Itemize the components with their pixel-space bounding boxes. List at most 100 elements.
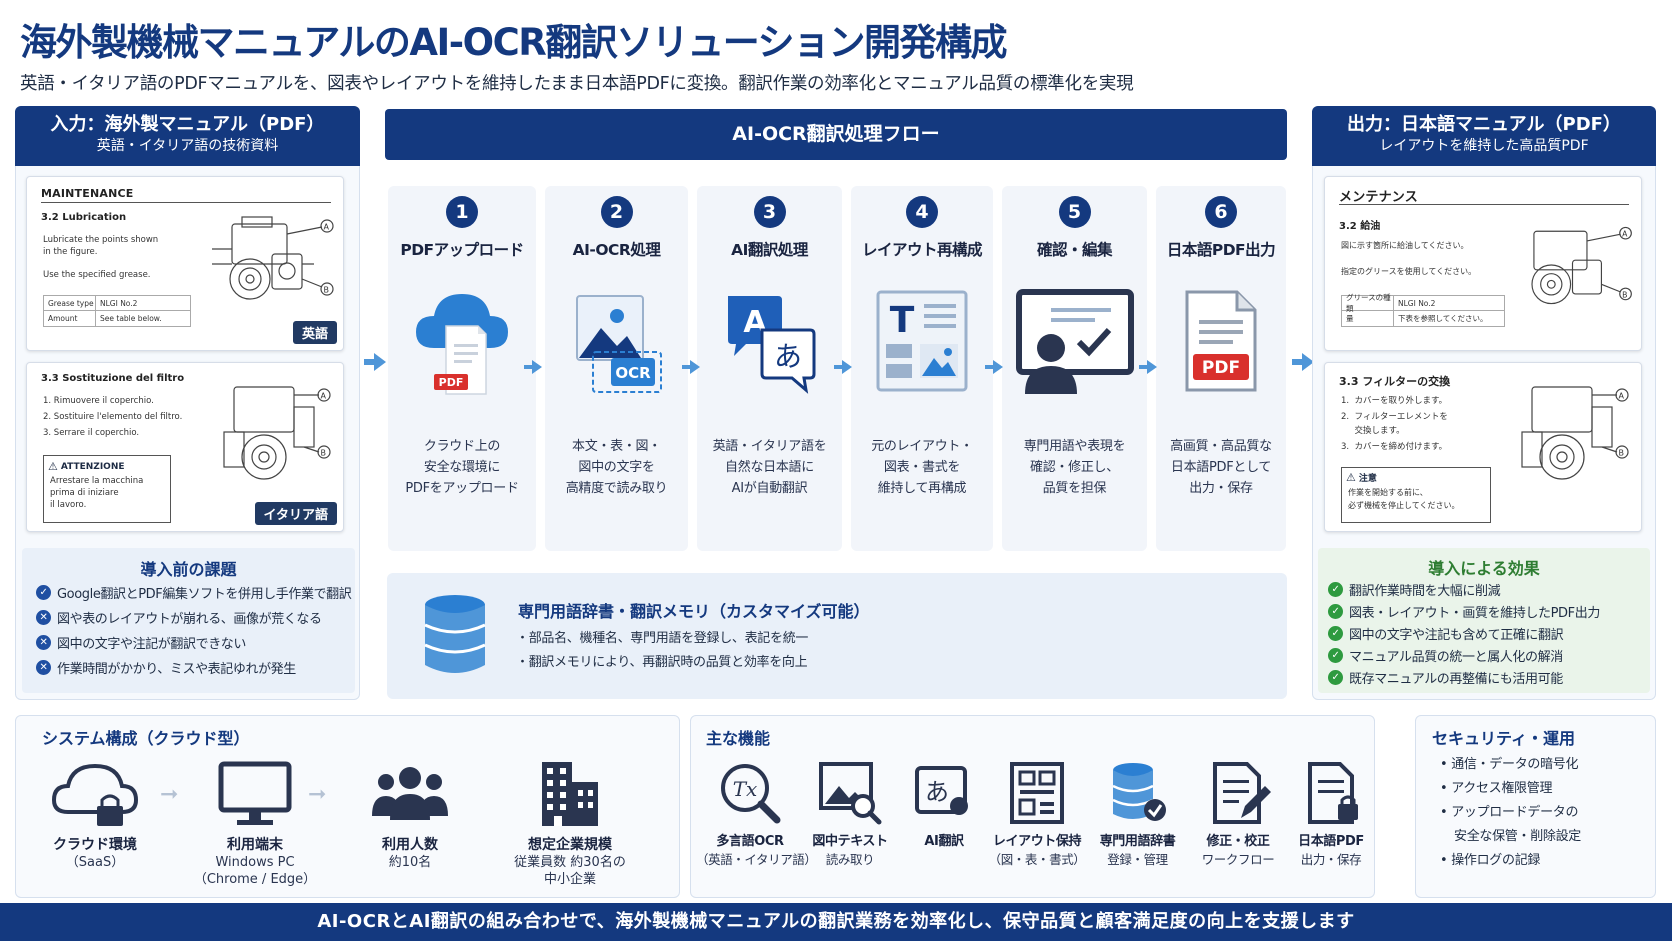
effects-title: 導入による効果	[1428, 559, 1540, 578]
ocr-image-icon: OCR	[575, 295, 662, 393]
machine-drawing-icon: A B	[1521, 386, 1629, 480]
feature-image-text: 図中テキスト 読み取り	[800, 760, 900, 868]
input-header-sub: 英語・イタリア語の技術資料	[96, 138, 279, 154]
doc-line: 2. Sostituire l'elemento del filtro.	[43, 412, 183, 422]
list-item: • 通信・データの暗号化	[1440, 757, 1579, 772]
system-item-company: 想定企業規模 従業員数 約30名の 中小企業	[500, 760, 640, 888]
doc-line: in the figure.	[43, 247, 98, 257]
x-icon: ✕	[36, 635, 51, 650]
step-title: 確認・編集	[1036, 241, 1113, 259]
translate-icon: A あ	[727, 296, 815, 394]
list-item: ✓図表・レイアウト・画質を維持したPDF出力	[1328, 600, 1600, 622]
system-item-users: 利用人数 約10名	[360, 760, 460, 871]
svg-text:PDF: PDF	[1202, 358, 1240, 378]
feature-proofread: 修正・校正 ワークフロー	[1188, 760, 1288, 868]
doc-line: 3. Serrare il coperchio.	[43, 428, 140, 438]
layout-icon: T	[876, 290, 968, 392]
svg-text:B: B	[324, 286, 330, 295]
svg-text:Tx: Tx	[733, 777, 758, 801]
doc-divider	[41, 202, 331, 203]
doc-line: 1. Rimuovere il coperchio.	[43, 396, 154, 406]
x-icon: ✕	[36, 610, 51, 625]
list-item: ✕作業時間がかかり、ミスや表記ゆれが発生	[36, 655, 351, 680]
doc-section: 3.2 Lubrication	[41, 212, 127, 223]
page-title: 海外製機械マニュアルのAI-OCR翻訳ソリューション開発構成	[20, 21, 1008, 64]
list-item: ✕図や表のレイアウトが崩れる、画像が荒くなる	[36, 605, 351, 630]
list-item: • アップロードデータの	[1440, 805, 1579, 820]
dictionary-item: ・部品名、機種名、専門用語を登録し、表記を統一	[516, 631, 809, 646]
warning-text: Arrestare la macchina prima di iniziare …	[50, 476, 144, 510]
step-number: 4	[906, 196, 938, 228]
check-icon: ✓	[1328, 581, 1343, 597]
security-panel	[1415, 715, 1656, 898]
issues-list: ✓Google翻訳とPDF編集ソフトを併用し手作業で翻訳 ✕図や表のレイアウトが…	[36, 580, 352, 680]
feature-dictionary: 専門用語辞書 登録・管理	[1085, 760, 1190, 868]
cloud-upload-icon: PDF	[416, 294, 508, 395]
warning-icon: ⚠	[48, 460, 58, 473]
security-title: セキュリティ・運用	[1432, 729, 1576, 748]
step-number: 1	[446, 196, 478, 228]
dictionary-box	[387, 573, 1287, 699]
list-item: • アクセス権限管理	[1440, 781, 1553, 796]
check-icon: ✓	[1328, 669, 1343, 685]
feature-pdf-output: 日本語PDF 出力・保存	[1290, 760, 1372, 868]
warning-box: ⚠ ATTENZIONE Arrestare la macchina prima…	[43, 455, 171, 523]
step-title: AI-OCR処理	[572, 241, 661, 259]
translate-search-icon: あ	[915, 766, 968, 815]
svg-text:T: T	[890, 300, 915, 341]
step-desc: 元のレイアウト・ 図表・書式を 維持して再構成	[871, 439, 973, 496]
lang-badge-italian: イタリア語	[254, 502, 337, 525]
arrow-right-icon	[985, 360, 1003, 374]
arrow-right-icon	[1139, 360, 1157, 374]
features-title: 主な機能	[706, 729, 771, 748]
svg-text:B: B	[321, 449, 327, 458]
step-title: 日本語PDF出力	[1166, 241, 1276, 259]
doc-line: 1. カバーを取り外します。	[1341, 396, 1448, 406]
system-title: システム構成（クラウド型）	[42, 729, 250, 748]
arrow-right-icon	[834, 360, 852, 374]
warning-icon: ⚠	[1346, 471, 1356, 484]
system-item-device: 利用端末 Windows PC （Chrome / Edge）	[185, 760, 325, 888]
step-title: AI翻訳処理	[731, 241, 808, 259]
arrow-right-icon	[1292, 353, 1314, 371]
flow-step-6: 6 日本語PDF出力 PDF 高画質・高品質な 日本語PDFとして 出力・保存	[1156, 186, 1286, 551]
doc-divider	[1339, 204, 1629, 205]
flow-step-4: 4 レイアウト再構成 T 元のレイアウト・ 図表・書式を 維持して再構成	[851, 186, 993, 551]
svg-text:PDF: PDF	[439, 376, 464, 389]
flow-step-2: 2 AI-OCR処理 OCR 本文・表・図・ 図中の文字を 高精度で読み取り	[545, 186, 688, 551]
edit-doc-icon	[1213, 762, 1271, 824]
page-subtitle: 英語・イタリア語のPDFマニュアルを、図表やレイアウトを維持したまま日本語PDF…	[20, 74, 1134, 94]
machine-drawing-icon: A B	[212, 216, 334, 300]
doc-line: 図に示す箇所に給油してください。	[1341, 241, 1469, 250]
step-desc: 専門用語や表現を 確認・修正し、 品質を担保	[1023, 439, 1126, 496]
list-item: ✓図中の文字や注記も含めて正確に翻訳	[1328, 622, 1600, 644]
flow-step-3: 3 AI翻訳処理 A あ 英語・イタリア語を 自然な日本語に AIが自動翻訳	[697, 186, 842, 551]
warning-text: 作業を開始する前に、 必ず機械を停止してください。	[1348, 488, 1460, 510]
image-search-icon	[819, 762, 882, 825]
arrow-right-icon: ➞	[308, 782, 327, 807]
svg-text:あ: あ	[925, 778, 949, 806]
flow-step-5: 5 確認・編集 専門用語や表現を 確認・修正し、 品質を担保	[1002, 186, 1147, 551]
users-icon	[372, 767, 448, 820]
flow-header: AI-OCR翻訳処理フロー	[385, 109, 1287, 160]
issues-box	[22, 548, 355, 693]
svg-text:A: A	[321, 392, 327, 401]
effects-box	[1318, 548, 1650, 693]
arrow-right-icon: ➞	[160, 782, 179, 807]
check-icon: ✓	[1328, 625, 1343, 641]
step-desc: 高画質・高品質な 日本語PDFとして 出力・保存	[1170, 439, 1272, 496]
doc-line: Use the specified grease.	[43, 270, 151, 280]
output-doc-1: メンテナンス 3.2 給油 図に示す箇所に給油してください。 指定のグリースを使…	[1324, 176, 1642, 351]
database-check-icon	[1111, 763, 1166, 821]
arrow-right-icon	[524, 360, 542, 374]
doc-heading: MAINTENANCE	[41, 187, 134, 200]
dictionary-title: 専門用語辞書・翻訳メモリ（カスタマイズ可能）	[518, 602, 870, 621]
pdf-lock-icon	[1308, 762, 1358, 824]
feature-layout-keep: レイアウト保持 （図・表・書式）	[982, 760, 1092, 868]
dictionary-item: ・翻訳メモリにより、再翻訳時の品質と効率を向上	[516, 655, 808, 670]
output-header-sub: レイアウトを維持した高品質PDF	[1379, 138, 1589, 154]
svg-text:B: B	[1622, 290, 1627, 299]
input-doc-italian: 3.3 Sostituzione del filtro 1. Rimuovere…	[26, 362, 344, 532]
